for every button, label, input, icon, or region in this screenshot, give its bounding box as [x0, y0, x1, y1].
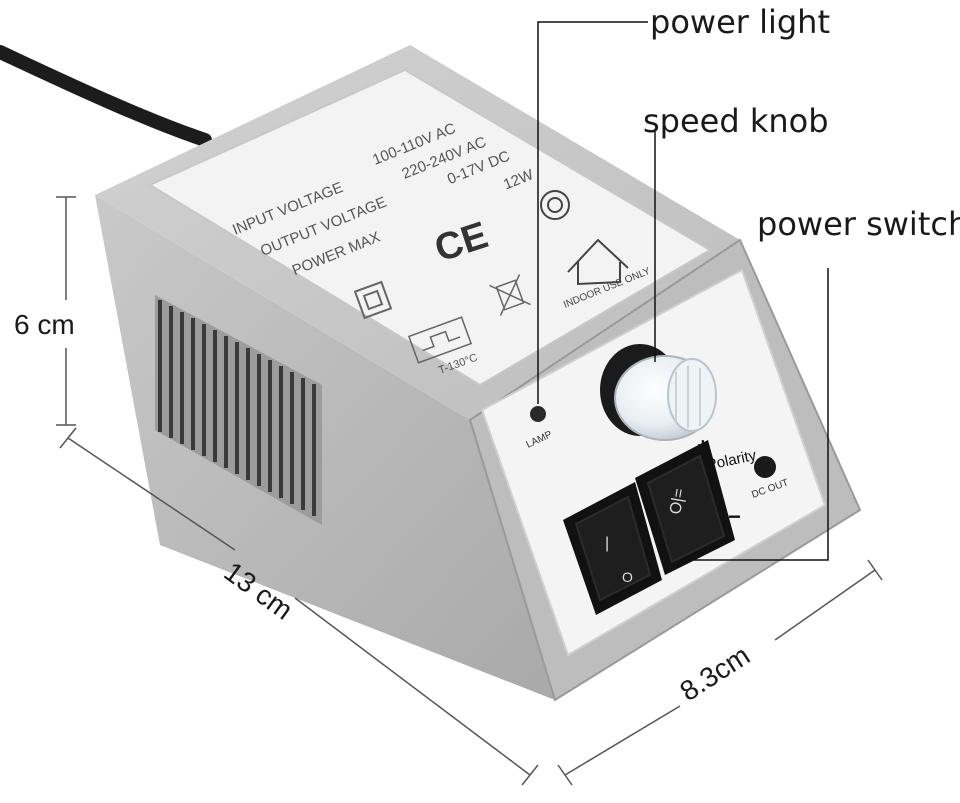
- speed-knob-callout: speed knob: [643, 102, 829, 140]
- thermal-fuse-icon: [407, 316, 473, 364]
- polarity-minus: −: [728, 504, 741, 529]
- speed-knob[interactable]: [600, 344, 717, 441]
- double-insulation-icon: [353, 280, 393, 320]
- power-switch-off-mark: O: [622, 569, 633, 585]
- top-label-plate: [147, 68, 712, 387]
- height-label: 6 cm: [14, 309, 75, 340]
- length-dimension: [59, 427, 539, 786]
- certification-icon: [540, 190, 570, 220]
- power-light: [530, 406, 546, 422]
- width-label: 8.3cm: [674, 640, 755, 708]
- device-side-face: [95, 195, 555, 700]
- house-icon: [567, 238, 629, 286]
- dc-out-jack[interactable]: [754, 456, 776, 478]
- power-switch-leader: [680, 268, 829, 561]
- height-dimension: [56, 196, 76, 426]
- power-switch-on-mark: |: [605, 535, 609, 552]
- power-light-callout: power light: [650, 3, 830, 41]
- crossed-bin-icon: [489, 274, 531, 316]
- power-switch-callout: power switch: [757, 205, 960, 243]
- power-cord: [0, 45, 212, 147]
- polarity-switch-symbol: O|=: [667, 487, 688, 516]
- width-dimension: [557, 559, 883, 786]
- power-light-leader: [537, 21, 648, 404]
- power-switch[interactable]: | O: [563, 482, 662, 615]
- side-vents: [155, 295, 322, 525]
- polarity-switch[interactable]: O|=: [635, 440, 735, 575]
